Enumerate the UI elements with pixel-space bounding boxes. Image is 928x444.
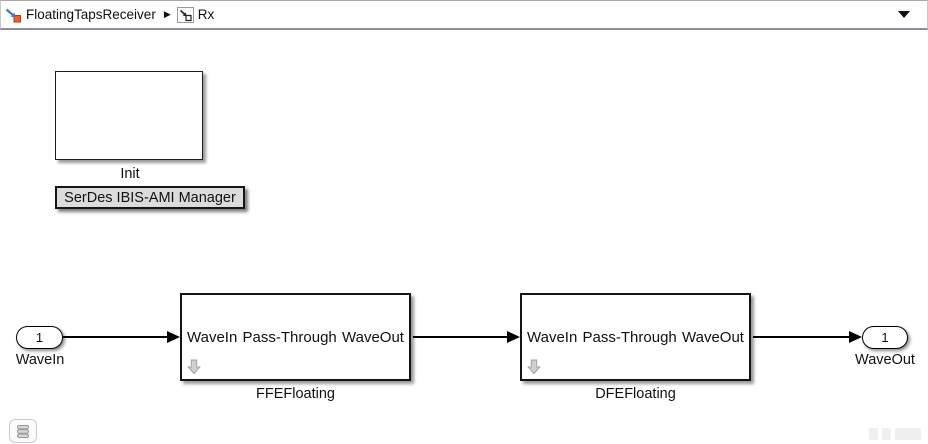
ffe-block-name: FFEFloating — [256, 386, 335, 402]
data-stack-icon — [17, 424, 29, 438]
breadcrumb-subsystem-label[interactable]: Rx — [197, 7, 215, 22]
subsystem-icon — [176, 6, 194, 23]
wire-arrowhead — [849, 331, 862, 343]
ffe-inport-label: WaveIn — [187, 328, 238, 346]
signal-wire-ffe-to-dfe[interactable] — [413, 336, 507, 338]
ffe-block-text: WaveIn Pass-Through WaveOut — [182, 295, 409, 379]
outport-number: 1 — [881, 330, 889, 345]
chevron-down-icon[interactable] — [898, 11, 910, 18]
wire-arrowhead — [167, 331, 180, 343]
corner-watermark — [882, 428, 891, 440]
diagram-canvas[interactable]: Init SerDes IBIS-AMI Manager 1 WaveIn Wa… — [0, 30, 928, 444]
down-arrow-badge-icon — [187, 359, 201, 375]
inport-label: WaveIn — [15, 352, 65, 368]
serdes-ibis-ami-manager-button[interactable]: SerDes IBIS-AMI Manager — [55, 186, 245, 209]
model-data-badge-button[interactable] — [9, 419, 37, 443]
signal-wire-dfe-to-out[interactable] — [753, 336, 849, 338]
serdes-ibis-ami-manager-label: SerDes IBIS-AMI Manager — [64, 189, 236, 206]
corner-watermark — [895, 428, 921, 440]
ffe-outport-label: WaveOut — [342, 328, 404, 346]
dfe-floating-block[interactable]: WaveIn Pass-Through WaveOut — [520, 293, 751, 381]
inport-1[interactable]: 1 — [16, 326, 63, 349]
wire-arrowhead — [507, 331, 520, 343]
breadcrumb-model-label[interactable]: FloatingTapsReceiver — [26, 7, 156, 22]
breadcrumb-item-subsystem[interactable]: Rx — [176, 6, 215, 23]
ffe-center-label: Pass-Through — [242, 328, 337, 346]
breadcrumb-item-model[interactable]: FloatingTapsReceiver — [5, 7, 156, 23]
signal-wire-in-to-ffe[interactable] — [63, 336, 167, 338]
down-arrow-badge-icon — [527, 359, 541, 375]
dfe-inport-label: WaveIn — [527, 328, 578, 346]
outport-label: WaveOut — [855, 352, 915, 368]
breadcrumb: FloatingTapsReceiver ▶ Rx — [0, 0, 928, 30]
init-block[interactable] — [55, 71, 203, 160]
inport-number: 1 — [35, 330, 44, 345]
breadcrumb-separator-icon: ▶ — [163, 9, 171, 19]
dfe-block-name: DFEFloating — [595, 386, 676, 402]
dfe-block-text: WaveIn Pass-Through WaveOut — [522, 295, 749, 379]
dfe-outport-label: WaveOut — [682, 328, 744, 346]
ffe-floating-block[interactable]: WaveIn Pass-Through WaveOut — [180, 293, 411, 381]
simulink-model-icon — [5, 8, 21, 22]
outport-1[interactable]: 1 — [862, 326, 908, 349]
dfe-center-label: Pass-Through — [582, 328, 677, 346]
corner-watermark — [869, 428, 878, 440]
init-block-label: Init — [120, 166, 140, 182]
